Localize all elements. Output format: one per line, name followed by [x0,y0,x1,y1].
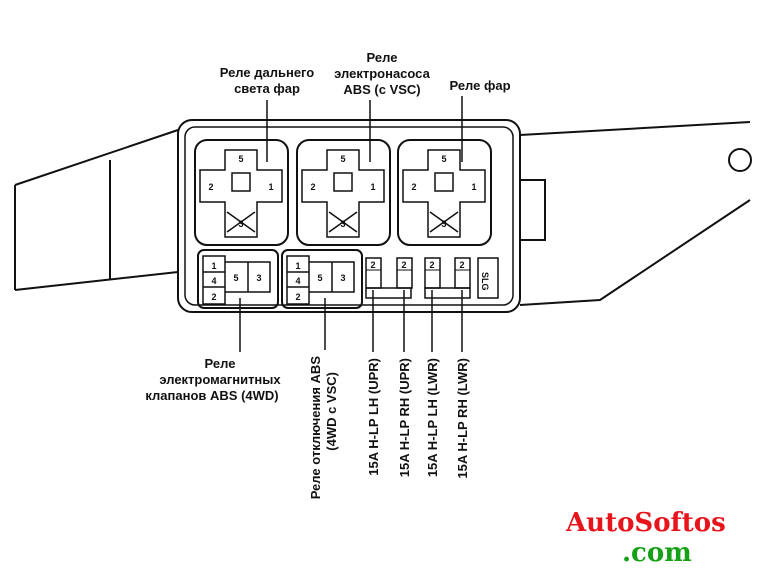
svg-text:4: 4 [211,276,216,286]
svg-text:электронасоса: электронасоса [334,66,430,81]
svg-text:1: 1 [211,261,216,271]
fuse-slot: 2 [454,257,471,289]
slg-connector: SLG [477,257,499,299]
svg-text:2: 2 [208,182,213,192]
svg-text:5: 5 [317,273,322,283]
label-fuse-rh-lwr: 15A H-LP RH (LWR) [455,358,470,479]
fuse-slot: 2 [396,257,413,289]
svg-text:электромагнитных: электромагнитных [159,372,281,387]
svg-text:ABS (с VSC): ABS (с VSC) [343,82,420,97]
watermark-name: AutoSoftos [566,508,726,538]
relay-socket: 5 2 1 3 [296,139,391,246]
svg-text:4: 4 [295,276,300,286]
svg-text:1: 1 [370,182,375,192]
svg-text:3: 3 [441,219,446,229]
svg-text:2: 2 [295,292,300,302]
svg-text:2: 2 [411,182,416,192]
svg-text:(4WD с VSC): (4WD с VSC) [324,372,339,451]
svg-text:5: 5 [441,154,446,164]
label-abs-pump-relay: Реле [367,50,398,65]
svg-text:3: 3 [340,219,345,229]
svg-text:2: 2 [459,260,464,270]
svg-text:2: 2 [310,182,315,192]
label-fuse-rh-upr: 15A H-LP RH (UPR) [397,358,412,477]
relay-block [177,119,521,313]
label-fuse-lh-upr: 15A H-LP LH (UPR) [366,358,381,476]
relay-socket: 5 2 1 3 [194,139,289,246]
label-abs-cut-relay: Реле отключения ABS [308,356,323,500]
fuse-slot: 2 [365,257,382,289]
leader-lines [239,96,463,352]
svg-text:5: 5 [233,273,238,283]
label-headlight-relay: Реле фар [449,78,510,93]
svg-text:2: 2 [211,292,216,302]
svg-text:света фар: света фар [234,81,300,96]
svg-text:SLG: SLG [480,272,490,291]
relay-socket: 5 2 1 3 [397,139,492,246]
svg-text:3: 3 [238,219,243,229]
svg-text:5: 5 [340,154,345,164]
label-abs-solenoid-relay: Реле [205,356,236,371]
svg-text:1: 1 [268,182,273,192]
svg-text:1: 1 [471,182,476,192]
svg-text:5: 5 [238,154,243,164]
label-fuse-lh-lwr: 15A H-LP LH (LWR) [425,358,440,477]
svg-text:2: 2 [370,260,375,270]
label-high-beam-relay: Реле дальнего [220,65,315,80]
svg-text:2: 2 [429,260,434,270]
fuse-slot: 2 [424,257,441,289]
relay-socket-small: 1 4 2 5 3 [281,249,363,309]
svg-text:3: 3 [256,273,261,283]
housing-outline [14,121,752,306]
watermark-tld: .com [622,538,692,568]
svg-text:3: 3 [340,273,345,283]
relay-socket-small: 1 4 2 5 3 [197,249,279,309]
svg-text:клапанов ABS (4WD): клапанов ABS (4WD) [145,388,278,403]
svg-text:1: 1 [295,261,300,271]
svg-text:2: 2 [401,260,406,270]
